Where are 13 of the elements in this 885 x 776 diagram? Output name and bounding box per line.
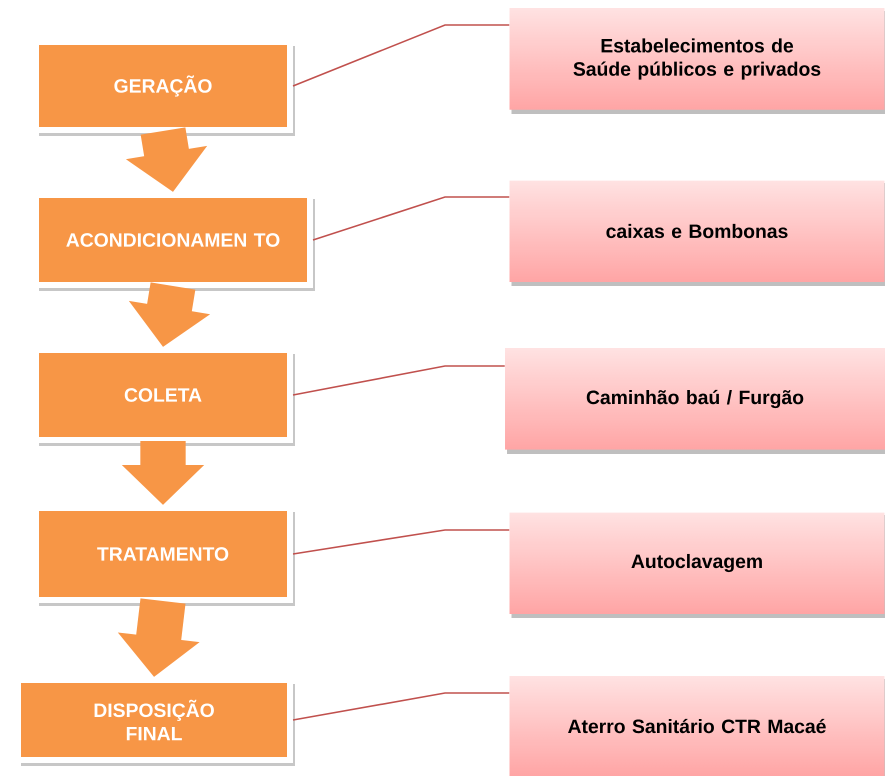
step-box: DISPOSIÇÃO FINAL bbox=[15, 677, 295, 766]
step-box: TRATAMENTO bbox=[33, 505, 295, 606]
leader-line bbox=[292, 365, 505, 396]
description-box: Caminhão baú / Furgão bbox=[505, 348, 885, 454]
leader-line bbox=[292, 24, 510, 87]
leader-line bbox=[292, 692, 510, 721]
description-box: Estabelecimentos de Saúde públicos e privados bbox=[510, 8, 885, 114]
leader-line bbox=[292, 529, 510, 555]
description-box: Aterro Sanitário CTR Macaé bbox=[510, 676, 885, 776]
step-box: GERAÇÃO bbox=[33, 39, 295, 136]
description-box: caixas e Bombonas bbox=[510, 180, 885, 286]
description-box: Autoclavagem bbox=[510, 512, 885, 618]
leader-line bbox=[312, 196, 510, 241]
